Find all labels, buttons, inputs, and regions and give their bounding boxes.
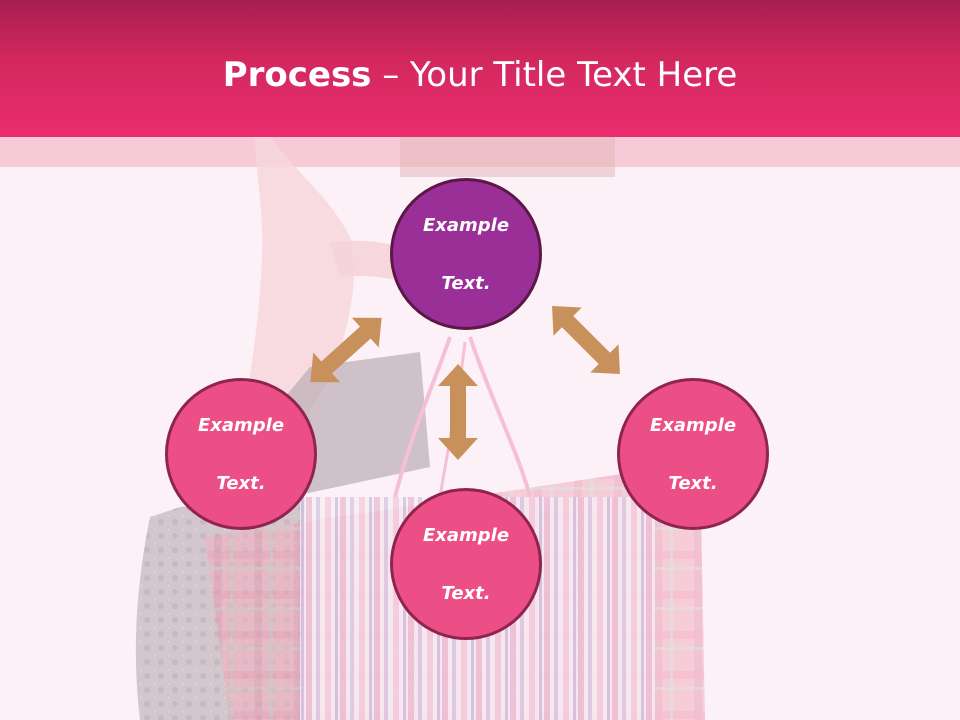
double-arrow-icon-right [552, 306, 620, 374]
title-rest-part: – Your Title Text Here [371, 55, 738, 95]
node-left-line2: Text. [216, 472, 266, 494]
title-bold-part: Process [222, 55, 372, 95]
slide-title: Process – Your Title Text Here [0, 52, 960, 98]
double-arrow-icon-center [438, 364, 478, 460]
node-bottom-line2: Text. [441, 582, 491, 604]
node-left-line1: Example [197, 414, 285, 436]
node-right-line2: Text. [668, 472, 718, 494]
node-top-line2: Text. [441, 272, 491, 294]
node-bottom-line1: Example [422, 524, 510, 546]
double-arrow-icon-left [310, 317, 382, 383]
node-right-line1: Example [649, 414, 737, 436]
title-bar [0, 0, 960, 137]
node-top-line1: Example [422, 214, 510, 236]
